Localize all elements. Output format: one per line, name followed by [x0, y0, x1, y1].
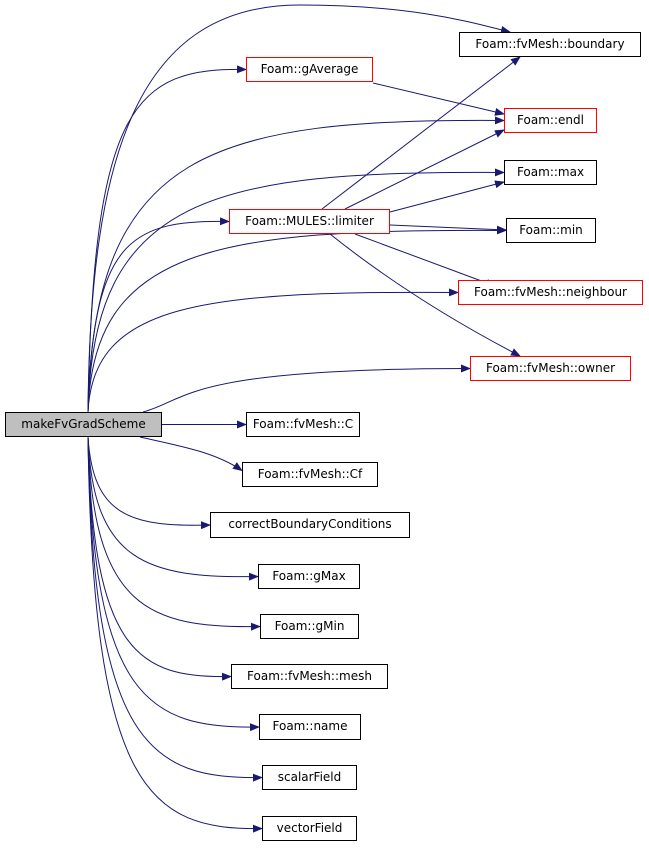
root-node-makeFvGradScheme: makeFvGradScheme [5, 412, 162, 437]
edge-makeFvGradScheme-to-limiter [87, 217, 230, 413]
edge-makeFvGradScheme-to-gMax [87, 436, 259, 581]
edge-makeFvGradScheme-to-Cf [139, 436, 243, 472]
node-limiter[interactable]: Foam::MULES::limiter [229, 209, 390, 234]
node-name[interactable]: Foam::name [259, 714, 361, 740]
edge-makeFvGradScheme-to-vectorField [87, 436, 263, 833]
edge-makeFvGradScheme-to-boundary [87, 4, 511, 413]
node-max[interactable]: Foam::max [504, 160, 597, 185]
edge-makeFvGradScheme-to-max [87, 168, 505, 413]
node-neighbour[interactable]: Foam::fvMesh::neighbour [458, 280, 643, 305]
edge-makeFvGradScheme-to-owner [142, 364, 471, 413]
edge-limiter-to-endl [344, 129, 505, 210]
edge-makeFvGradScheme-to-mesh [87, 436, 232, 681]
node-C[interactable]: Foam::fvMesh::C [246, 412, 360, 437]
node-mesh[interactable]: Foam::fvMesh::mesh [231, 664, 388, 689]
node-scalarField[interactable]: scalarField [262, 765, 357, 790]
edge-makeFvGradScheme-to-min [87, 226, 507, 413]
node-Cf[interactable]: Foam::fvMesh::Cf [242, 462, 378, 487]
node-endl[interactable]: Foam::endl [504, 108, 597, 133]
edge-limiter-to-neighbour [354, 233, 496, 287]
edge-limiter-to-min [389, 224, 507, 234]
node-gMin[interactable]: Foam::gMin [260, 614, 359, 639]
edge-makeFvGradScheme-to-gMin [87, 436, 261, 631]
edge-gAverage-to-endl [372, 82, 505, 116]
edge-makeFvGradScheme-to-name [87, 436, 260, 732]
node-gMax[interactable]: Foam::gMax [258, 564, 360, 589]
edge-limiter-to-max [389, 180, 505, 213]
edge-makeFvGradScheme-to-cbc [87, 436, 211, 530]
node-boundary[interactable]: Foam::fvMesh::boundary [459, 32, 641, 57]
edge-limiter-to-owner [329, 233, 521, 357]
node-vectorField[interactable]: vectorField [262, 816, 357, 841]
node-gAverage[interactable]: Foam::gAverage [246, 57, 373, 82]
edge-makeFvGradScheme-to-gAverage [87, 65, 247, 413]
edge-makeFvGradScheme-to-neighbour [87, 288, 459, 413]
node-min[interactable]: Foam::min [506, 218, 596, 243]
node-owner[interactable]: Foam::fvMesh::owner [470, 356, 631, 381]
edge-limiter-to-boundary [321, 56, 521, 210]
edge-makeFvGradScheme-to-scalarField [87, 436, 263, 782]
node-cbc[interactable]: correctBoundaryConditions [210, 512, 410, 538]
